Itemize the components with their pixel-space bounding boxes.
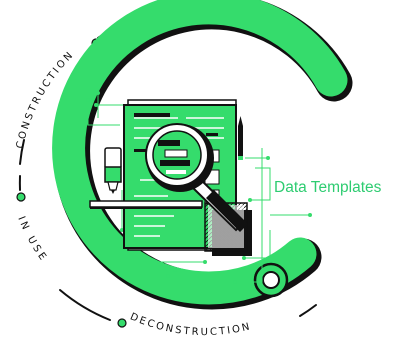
stage-label-in-use: IN USE: [15, 215, 49, 265]
data-templates-label: Data Templates: [274, 179, 382, 196]
stage-dot-in-use: [16, 192, 26, 202]
magnifier-icon: [145, 123, 248, 232]
circuit-nodes: [86, 91, 312, 284]
pencil-icon: [238, 116, 243, 160]
stage-dot-deconstruction: [117, 318, 127, 328]
stage-label-deconstruction: DECONSTRUCTION: [128, 311, 253, 338]
green-c-ring: [52, 0, 353, 310]
circuit-lines: [87, 93, 310, 283]
marker-icon: [104, 147, 122, 194]
ruler-bar: [89, 200, 203, 209]
